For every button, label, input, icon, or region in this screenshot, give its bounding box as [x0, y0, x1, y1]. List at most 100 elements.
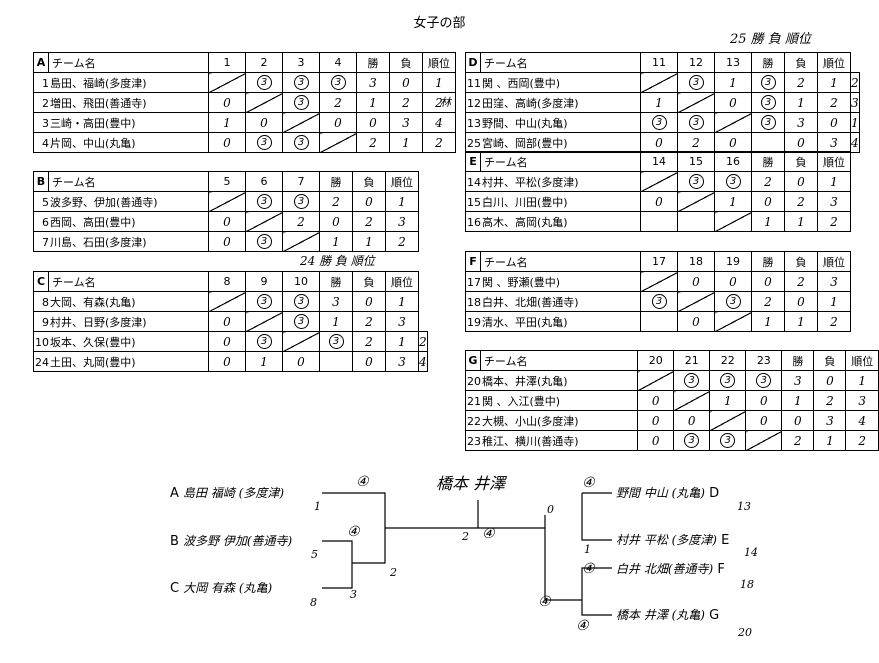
score-value: 2 — [692, 135, 700, 150]
score-value: 0 — [260, 115, 268, 130]
score-final-right: ④ — [482, 526, 495, 542]
score-value: 0 — [651, 393, 660, 408]
score-value: 0 — [797, 174, 805, 189]
score-value: 3 — [794, 373, 802, 388]
seed-g: 20 — [738, 626, 752, 639]
self-match-cell — [208, 291, 246, 312]
score-value: 2 — [435, 95, 443, 110]
score-fg-f: ④ — [582, 561, 595, 577]
result-cell: 1 — [356, 92, 390, 113]
score-value: 0 — [223, 214, 231, 229]
team-number: 20 — [467, 374, 481, 388]
opponent-header: 4 — [319, 52, 357, 73]
team-number: 15 — [467, 195, 481, 209]
team-name-header: チーム名 — [480, 151, 641, 172]
result-cell: 1 — [352, 231, 386, 252]
score-value: 3 — [398, 354, 406, 369]
result-cell: 2 — [784, 72, 818, 93]
seed-c: 8 — [310, 596, 317, 609]
bracket-team-f: 白井 北畑(善通寺) F — [616, 562, 725, 577]
score-value: 1 — [398, 194, 406, 209]
opponent-header: 17 — [640, 251, 678, 272]
team-name: 大岡、有森(丸亀) — [50, 295, 136, 309]
team-name: 田窪、高崎(多度津) — [482, 96, 579, 110]
team-name: 島田、福崎(多度津) — [50, 76, 147, 90]
score-right-mid: 0 — [547, 503, 554, 516]
opponent-header: 20 — [637, 350, 675, 371]
team-number: 6 — [42, 215, 49, 229]
result-cell: 1 — [319, 311, 353, 332]
score-value: 1 — [260, 354, 268, 369]
match-cell: 0 — [208, 311, 246, 332]
team-name: 土田、丸岡(豊中) — [50, 355, 136, 369]
team-name-cell: 3三崎・高田(豊中) — [33, 112, 209, 133]
score-value: 2 — [402, 95, 410, 110]
score-value: 3 — [797, 115, 805, 130]
score-value: 2 — [851, 75, 859, 90]
group-letter: D — [465, 52, 481, 73]
winning-score: 3 — [293, 75, 309, 90]
score-value: 2 — [365, 214, 373, 229]
team-number: 14 — [467, 175, 481, 189]
match-cell: 3 — [673, 370, 711, 391]
match-cell: 0 — [208, 92, 246, 113]
score-value: 2 — [797, 75, 805, 90]
result-cell: 0 — [784, 291, 818, 312]
result-header: 順位 — [817, 151, 851, 172]
self-match-cell — [714, 112, 752, 133]
match-cell — [677, 211, 715, 232]
opponent-header: 3 — [282, 52, 320, 73]
team-name-header: チーム名 — [48, 171, 209, 192]
result-cell: 3 — [751, 92, 785, 113]
result-cell: 2 — [817, 211, 851, 232]
score-value: 2 — [830, 214, 838, 229]
opponent-header: 8 — [208, 271, 246, 292]
result-cell: 3 — [784, 112, 818, 133]
team-number: 18 — [467, 295, 481, 309]
opponent-header: 11 — [640, 52, 678, 73]
score-value: 2 — [764, 174, 772, 189]
champion-label: 橋本 井澤 — [436, 474, 506, 493]
self-match-cell — [677, 191, 715, 212]
team-name-header: チーム名 — [480, 251, 641, 272]
score-value: 0 — [651, 413, 660, 428]
opponent-header: 6 — [245, 171, 283, 192]
score-value: 2 — [398, 234, 406, 249]
self-match-cell — [282, 231, 320, 252]
score-value: 3 — [830, 135, 838, 150]
team-name-cell: 16高木、高岡(丸亀) — [465, 211, 641, 232]
team-name: 三崎・高田(豊中) — [50, 116, 136, 130]
result-cell: 1 — [385, 291, 419, 312]
winning-score: 3 — [720, 373, 736, 388]
team-name-header: チーム名 — [48, 271, 209, 292]
winning-score: 3 — [684, 373, 700, 388]
result-cell: 4 — [422, 112, 456, 133]
mid-header-annotation: 24 勝 負 順位 — [300, 254, 375, 268]
match-cell: 0 — [714, 271, 752, 292]
score-value: 0 — [826, 373, 834, 388]
result-cell: 2 — [784, 191, 818, 212]
score-value: 0 — [797, 294, 805, 309]
match-cell: 3 — [282, 191, 320, 212]
result-cell: 3 — [813, 410, 847, 431]
score-value: 0 — [223, 234, 231, 249]
team-name-cell: 19清水、平田(丸亀) — [465, 311, 641, 332]
match-cell: 0 — [208, 132, 246, 153]
result-cell: 2 — [817, 92, 851, 113]
group-letter: G — [465, 350, 481, 371]
score-value: 1 — [435, 75, 443, 90]
opponent-header: 7 — [282, 171, 320, 192]
score-value: 1 — [402, 135, 410, 150]
result-cell: 0 — [751, 191, 785, 212]
score-value: 2 — [826, 393, 834, 408]
opponent-header: 5 — [208, 171, 246, 192]
team-name-cell: 25宮崎、岡部(豊中) — [465, 132, 641, 153]
group-letter: E — [465, 151, 481, 172]
match-cell: 0 — [208, 331, 246, 352]
opponent-header: 1 — [208, 52, 246, 73]
score-value: 0 — [334, 115, 342, 130]
result-header: 順位 — [422, 52, 456, 73]
